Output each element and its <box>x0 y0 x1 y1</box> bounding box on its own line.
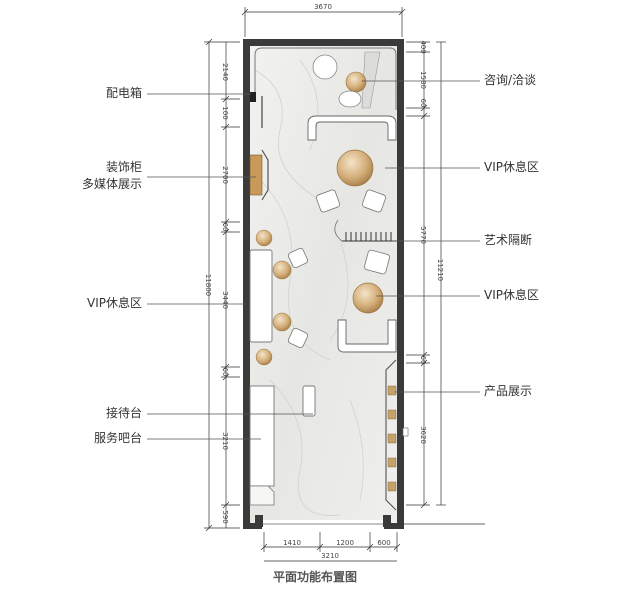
dim-left-seg-2: 100 <box>221 106 229 119</box>
dim-left-seg-5: 3440 <box>221 291 229 309</box>
vip-chair-mid-2 <box>287 327 309 349</box>
vip-sofa-bottom <box>337 319 397 353</box>
label-art-partition: 艺术隔断 <box>484 233 533 247</box>
entrance-opening <box>262 520 384 530</box>
side-stool-1 <box>255 229 273 247</box>
dim-left-seg-6: 60 <box>221 368 229 377</box>
label-service-bar: 服务吧台 <box>93 431 142 445</box>
dim-bottom-overall: 3210 <box>321 552 339 560</box>
dim-left-seg-4: 60 <box>221 223 229 232</box>
dim-bottom-seg-3: 600 <box>377 539 390 547</box>
dim-right-overall: 11210 <box>436 259 444 281</box>
label-reception-desk: 接待台 <box>105 406 142 420</box>
dim-right-seg-3: 60 <box>419 99 427 108</box>
label-distribution-box: 配电箱 <box>105 86 142 100</box>
label-product-display: 产品展示 <box>484 384 533 398</box>
drawing-title: 平面功能布置图 <box>272 570 357 584</box>
vip-table-mid <box>272 260 292 280</box>
dim-left-overall: 11800 <box>204 274 212 296</box>
label-media-display: 多媒体展示 <box>81 177 142 191</box>
dim-left-seg-7: 3210 <box>221 432 229 450</box>
dim-left-seg-3: 2700 <box>221 166 229 184</box>
consult-partition <box>254 47 397 110</box>
vip-table-top <box>336 149 374 187</box>
dimension-lines <box>204 7 485 562</box>
dim-bottom-seg-2: 1200 <box>336 539 354 547</box>
dim-top-overall: 3670 <box>314 3 332 11</box>
dim-right-seg-4: 5770 <box>419 226 427 244</box>
display-cabinet <box>249 154 263 196</box>
vip-chair-right <box>361 189 387 213</box>
service-bar <box>249 385 275 487</box>
reception-desk <box>302 385 316 417</box>
vip-bench-left <box>249 249 273 343</box>
label-decor-cabinet: 装饰柜 <box>105 160 142 174</box>
vip-sofa-top <box>307 115 397 141</box>
label-vip-lounge-right: VIP休息区 <box>484 288 539 302</box>
vip-table-right <box>352 282 384 314</box>
vip-chair-left <box>315 189 341 213</box>
art-partition <box>342 232 398 242</box>
marble-veins <box>254 59 364 516</box>
dim-left-seg-1: 2140 <box>221 63 229 81</box>
vip-chair-right-2 <box>364 249 390 275</box>
vip-table-mid-2 <box>272 312 292 332</box>
label-vip-lounge-left: VIP休息区 <box>87 296 142 310</box>
label-consultation: 咨询/洽谈 <box>484 73 537 87</box>
side-stool-2 <box>255 348 273 366</box>
distribution-box <box>250 92 256 102</box>
dim-bottom-seg-1: 1410 <box>283 539 301 547</box>
product-display-slots <box>387 385 397 492</box>
label-vip-lounge-top: VIP休息区 <box>484 160 539 174</box>
dim-right-seg-5: 60 <box>419 356 427 365</box>
vip-chair-mid-1 <box>287 247 309 269</box>
consult-chair-2 <box>338 90 362 108</box>
dim-right-seg-2: 1580 <box>419 71 427 89</box>
dim-left-seg-8: 590 <box>221 510 229 523</box>
dim-right-seg-6: 3620 <box>419 426 427 444</box>
consult-chair-1 <box>312 54 338 80</box>
dim-right-seg-1: 400 <box>419 40 427 53</box>
product-display-wall <box>385 359 397 511</box>
consult-table <box>345 71 367 93</box>
leader-lines <box>147 80 480 440</box>
